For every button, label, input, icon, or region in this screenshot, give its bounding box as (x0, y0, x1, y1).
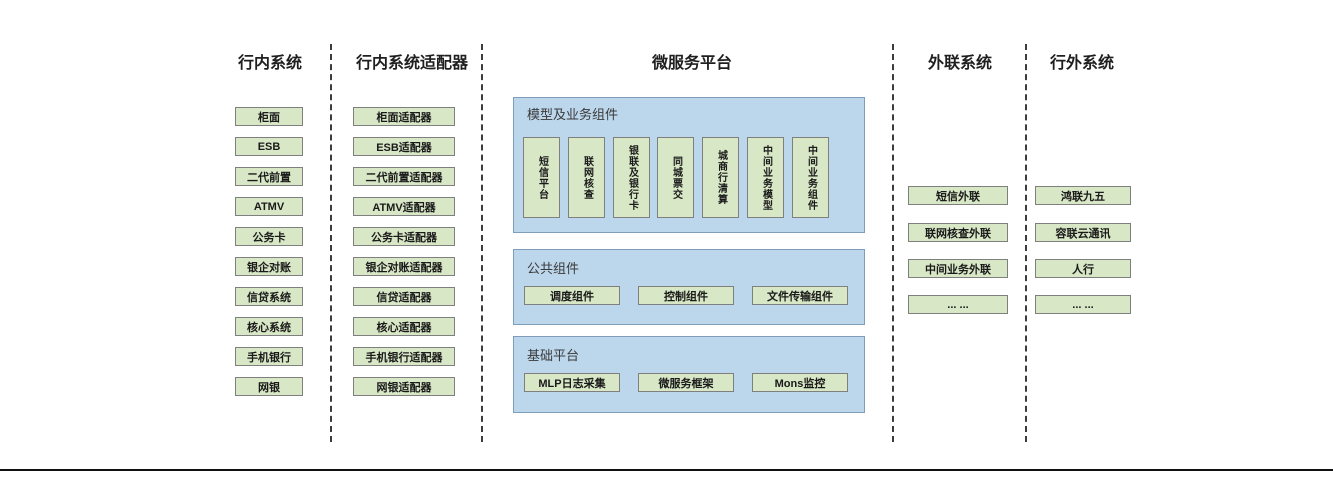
node-base-component: Mons监控 (752, 373, 848, 392)
node-external-system: 鸿联九五 (1035, 186, 1131, 205)
separator-line-1 (330, 44, 332, 442)
node-adapter: 手机银行适配器 (353, 347, 455, 366)
separator-line-2 (481, 44, 483, 442)
node-base-component: MLP日志采集 (524, 373, 620, 392)
column-title-microservice-platform: 微服务平台 (651, 55, 732, 72)
column-title-outreach-systems: 外联系统 (927, 55, 992, 72)
node-adapter: 网银适配器 (353, 377, 455, 396)
node-common-component: 文件传输组件 (752, 286, 848, 305)
node-internal-system: 银企对账 (235, 257, 303, 276)
node-internal-system: 手机银行 (235, 347, 303, 366)
node-platform-component: 同城票交 (657, 137, 694, 218)
node-internal-system: 网银 (235, 377, 303, 396)
node-internal-system: ESB (235, 137, 303, 156)
group-title-model-business: 模型及业务组件 (527, 107, 619, 122)
separator-line-4 (1025, 44, 1027, 442)
node-external-system: 容联云通讯 (1035, 223, 1131, 242)
group-title-common: 公共组件 (527, 261, 580, 276)
node-common-component: 调度组件 (524, 286, 620, 305)
node-external-system: 人行 (1035, 259, 1131, 278)
node-internal-system: 二代前置 (235, 167, 303, 186)
node-platform-component: 城商行清算 (702, 137, 739, 218)
node-adapter: ATMV适配器 (353, 197, 455, 216)
node-platform-component: 联网核查 (568, 137, 605, 218)
node-adapter: 银企对账适配器 (353, 257, 455, 276)
node-adapter: 柜面适配器 (353, 107, 455, 126)
node-outreach-system: 短信外联 (908, 186, 1008, 205)
node-adapter: ESB适配器 (353, 137, 455, 156)
node-outreach-system: ... ... (908, 295, 1008, 314)
node-platform-component: 中间业务模型 (747, 137, 784, 218)
node-external-system: ... ... (1035, 295, 1131, 314)
column-title-external-systems: 行外系统 (1049, 55, 1114, 72)
node-platform-component: 银联及银行卡 (613, 137, 650, 218)
node-outreach-system: 中间业务外联 (908, 259, 1008, 278)
node-internal-system: 公务卡 (235, 227, 303, 246)
node-internal-system: ATMV (235, 197, 303, 216)
separator-line-3 (892, 44, 894, 442)
node-internal-system: 核心系统 (235, 317, 303, 336)
group-title-base: 基础平台 (527, 348, 580, 363)
node-outreach-system: 联网核查外联 (908, 223, 1008, 242)
node-internal-system: 柜面 (235, 107, 303, 126)
node-internal-system: 信贷系统 (235, 287, 303, 306)
node-platform-component: 短信平台 (523, 137, 560, 218)
node-common-component: 控制组件 (638, 286, 734, 305)
node-adapter: 核心适配器 (353, 317, 455, 336)
column-title-internal-systems: 行内系统 (237, 55, 302, 72)
node-adapter: 信贷适配器 (353, 287, 455, 306)
node-adapter: 二代前置适配器 (353, 167, 455, 186)
node-adapter: 公务卡适配器 (353, 227, 455, 246)
bottom-rule (0, 469, 1333, 471)
node-base-component: 微服务框架 (638, 373, 734, 392)
column-title-internal-adapters: 行内系统适配器 (355, 55, 468, 72)
node-platform-component: 中间业务组件 (792, 137, 829, 218)
